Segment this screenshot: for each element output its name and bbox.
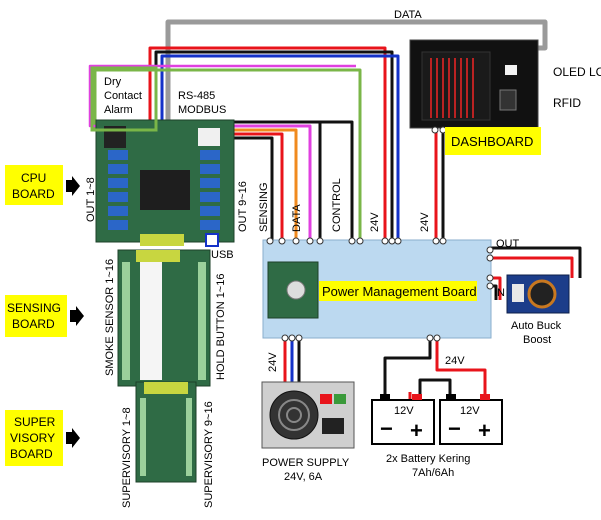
wire-black-sensing — [232, 136, 274, 240]
label-alarm: Alarm — [104, 104, 133, 116]
svg-text:+: + — [478, 418, 491, 443]
label-sensing-2: BOARD — [12, 317, 55, 331]
dashboard-label-bg — [445, 127, 541, 155]
arrow-cpu — [66, 176, 80, 196]
label-control: CONTROL — [331, 178, 343, 232]
label-24v-d: 24V — [445, 355, 465, 367]
arrow-supervisory — [66, 428, 80, 448]
svg-text:−: − — [448, 416, 461, 441]
label-data: DATA — [291, 204, 303, 232]
label-modbus: MODBUS — [178, 104, 226, 116]
label-contact: Contact — [104, 90, 142, 102]
label-ps-2: 24V, 6A — [284, 471, 323, 483]
label-rfid: RFID — [553, 96, 581, 110]
label-pmb: Power Management Board — [322, 284, 477, 299]
label-dry: Dry — [104, 76, 122, 88]
label-out: OUT — [496, 238, 520, 250]
label-batt-v-left: 12V — [394, 405, 414, 417]
dashboard-device — [409, 39, 539, 134]
oled-screen — [505, 65, 517, 75]
supervisory-label-bg — [5, 410, 63, 466]
wire-black-batt — [383, 338, 432, 400]
label-sensing-1: SENSING — [7, 301, 61, 315]
label-auto-buck: Auto Buck — [511, 320, 562, 332]
svg-text:+: + — [410, 418, 423, 443]
wire-red-sensing — [232, 132, 284, 240]
cpu-label-bg — [5, 165, 63, 205]
label-24v-c: 24V — [267, 352, 279, 372]
wire-red-out — [490, 256, 574, 278]
battery-left: − + — [371, 394, 435, 445]
led-grid — [430, 58, 474, 118]
cpu-board — [95, 119, 235, 247]
label-battery-2: 7Ah/6Ah — [412, 467, 454, 479]
label-data-top: DATA — [394, 9, 422, 21]
label-sensing: SENSING — [258, 182, 270, 232]
sensing-label-bg — [5, 295, 67, 337]
label-oled: OLED LCD — [553, 65, 601, 79]
label-super: SUPER — [14, 415, 56, 429]
wire-pink-cpu — [88, 64, 356, 128]
dry-contact-box — [90, 66, 158, 132]
label-dashboard: DASHBOARD — [451, 134, 533, 149]
label-sv-board: BOARD — [10, 447, 53, 461]
label-24v-b: 24V — [419, 212, 431, 232]
label-boost: Boost — [523, 334, 551, 346]
label-24v-a: 24V — [369, 212, 381, 232]
wire-black-out — [490, 246, 582, 278]
label-visory: VISORY — [10, 431, 55, 445]
arrow-sensing — [70, 306, 84, 326]
wire-black-batt-link — [418, 378, 452, 400]
pmb-label-bg — [319, 281, 477, 301]
label-rs485: RS-485 — [178, 90, 215, 102]
wire-red-batt — [435, 338, 487, 400]
label-hold: HOLD BUTTON 1~16 — [215, 274, 227, 380]
svg-text:−: − — [380, 416, 393, 441]
label-smoke: SMOKE SENSOR 1~16 — [104, 259, 116, 376]
label-cpu-board: BOARD — [12, 187, 55, 201]
wire-red-cpu-dashboard — [148, 46, 387, 240]
label-battery-1: 2x Battery Kering — [386, 453, 470, 465]
auto-buck-boost — [506, 274, 570, 314]
label-usb: USB — [211, 249, 234, 261]
supervisory-board — [135, 381, 197, 483]
wire-blue-cpu-dashboard — [160, 54, 400, 240]
label-out-9-16: OUT 9~16 — [237, 181, 249, 232]
power-supply — [261, 381, 355, 449]
battery-right: − + — [439, 394, 503, 445]
label-sv-9-16: SUPERVISORY 9~16 — [203, 401, 215, 508]
label-out-1-8: OUT 1~8 — [85, 177, 97, 222]
label-ps-1: POWER SUPPLY — [262, 457, 350, 469]
wire-pink-data — [232, 124, 312, 240]
label-sv-1-8: SUPERVISORY 1~8 — [121, 407, 133, 508]
wires — [88, 19, 582, 400]
wire-orange-data — [232, 128, 298, 240]
rfid-reader — [499, 89, 517, 111]
label-cpu: CPU — [21, 171, 46, 185]
label-in: IN — [494, 287, 505, 299]
sensing-board — [117, 249, 211, 387]
wire-black-control-2 — [320, 120, 354, 240]
label-batt-v-right: 12V — [460, 405, 480, 417]
